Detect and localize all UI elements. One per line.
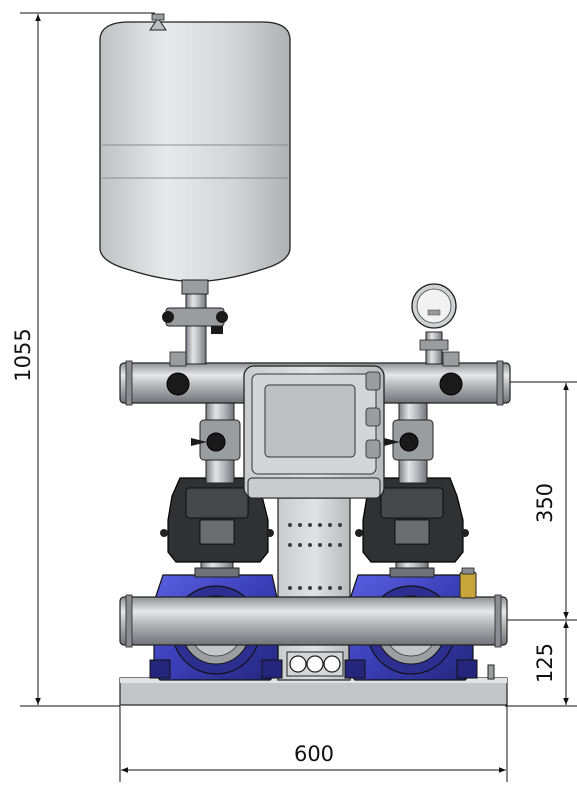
- dim-label-upper-height: 350: [533, 483, 557, 523]
- tank-valve-cap: [149, 17, 167, 31]
- cable-gland: [306, 655, 324, 673]
- suction-manifold: [119, 567, 508, 648]
- dim-label-total-height: 1055: [11, 328, 35, 381]
- pressure-switch: [459, 571, 477, 599]
- dim-label-width: 600: [294, 742, 334, 766]
- dim-label-lower-height: 125: [533, 643, 557, 683]
- pump-head-left: [160, 477, 274, 563]
- drain-valve-left: [166, 372, 190, 396]
- pump-head-right: [355, 477, 469, 563]
- dimension-lines: [20, 12, 577, 782]
- tank-connection: [162, 279, 228, 365]
- cable-gland: [323, 655, 341, 673]
- cable-gland: [289, 655, 307, 673]
- riser-right: [384, 394, 434, 484]
- riser-left: [191, 394, 241, 484]
- expansion-tank: [99, 13, 291, 283]
- support-stand: [277, 497, 351, 681]
- pressure-gauge: [411, 283, 457, 365]
- control-panel: [243, 365, 385, 499]
- drain-valve-right: [439, 372, 463, 396]
- display-window: [264, 384, 356, 458]
